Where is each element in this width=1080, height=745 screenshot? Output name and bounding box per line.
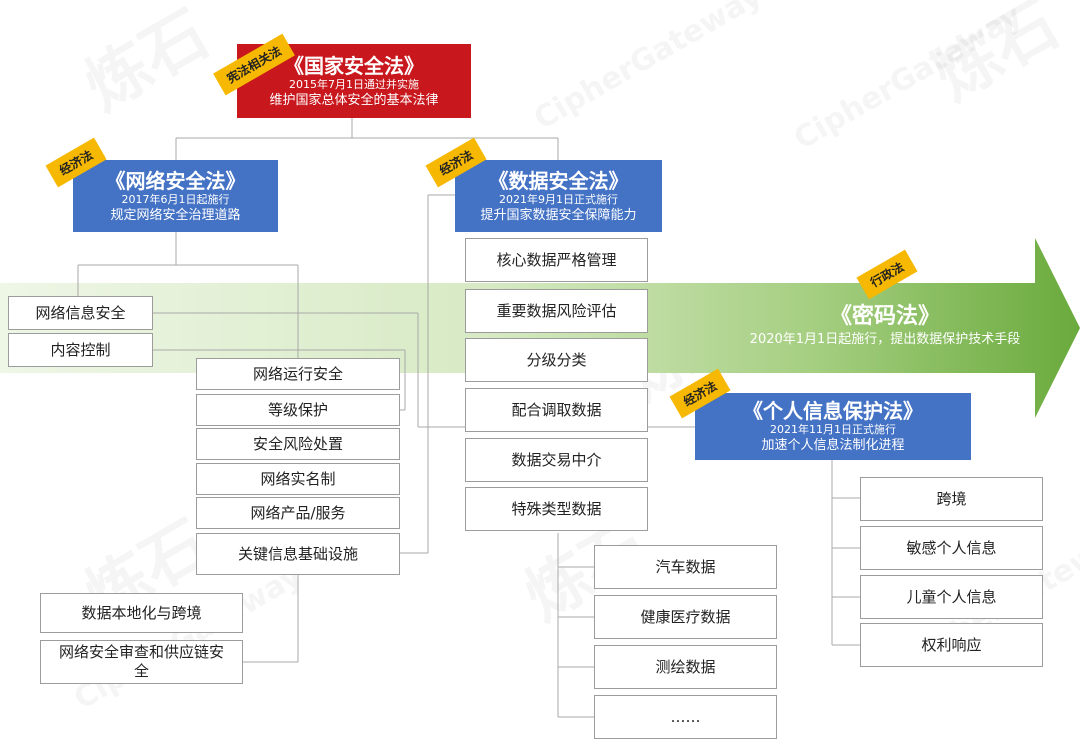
cybersecurity-law-subtitle: 规定网络安全治理道路 xyxy=(110,207,241,223)
national-security-law-subtitle: 维护国家总体安全的基本法律 xyxy=(269,92,439,108)
data-security-law-date: 2021年9月1日正式施行 xyxy=(499,192,618,206)
cyber-item: 关键信息基础设施 xyxy=(196,533,400,575)
pipl-date: 2021年11月1日正式施行 xyxy=(770,423,896,436)
cyber-item: 等级保护 xyxy=(196,394,400,426)
cyber-item: 内容控制 xyxy=(8,333,153,367)
special-data-item: …… xyxy=(594,695,777,739)
national-security-law-title: 《国家安全法》 xyxy=(284,53,424,78)
data-law-item: 分级分类 xyxy=(465,338,648,382)
pipl-title: 《个人信息保护法》 xyxy=(743,399,923,423)
crypto-law-header: 《密码法》 2020年1月1日起施行，提出数据保护技术手段 xyxy=(715,303,1055,349)
crypto-law-title: 《密码法》 xyxy=(829,304,940,329)
cyber-item: 网络产品/服务 xyxy=(196,497,400,529)
data-law-item: 配合调取数据 xyxy=(465,388,648,432)
data-security-law-title: 《数据安全法》 xyxy=(488,168,629,193)
pipl-header: 《个人信息保护法》 2021年11月1日正式施行 加速个人信息法制化进程 xyxy=(695,393,971,460)
data-law-item: 核心数据严格管理 xyxy=(465,238,648,282)
pipl-item: 跨境 xyxy=(860,477,1043,521)
cybersecurity-law-date: 2017年6月1日起施行 xyxy=(121,192,230,206)
pipl-item: 敏感个人信息 xyxy=(860,526,1043,570)
data-security-law-subtitle: 提升国家数据安全保障能力 xyxy=(480,207,637,223)
pipl-subtitle: 加速个人信息法制化进程 xyxy=(761,438,905,453)
pipl-item: 权利响应 xyxy=(860,623,1043,667)
data-law-item: 数据交易中介 xyxy=(465,438,648,482)
cyber-item: 网络运行安全 xyxy=(196,358,400,390)
cybersecurity-law-title: 《网络安全法》 xyxy=(105,168,246,193)
cyber-item: 网络实名制 xyxy=(196,463,400,495)
cyber-item: 网络安全审查和供应链安全 xyxy=(40,640,243,684)
pipl-item: 儿童个人信息 xyxy=(860,575,1043,619)
national-security-law-date: 2015年7月1日通过并实施 xyxy=(289,77,419,91)
data-law-item: 重要数据风险评估 xyxy=(465,289,648,333)
cyber-item: 网络信息安全 xyxy=(8,296,153,330)
cyber-item: 安全风险处置 xyxy=(196,428,400,460)
data-law-item: 特殊类型数据 xyxy=(465,487,648,531)
cyber-item: 数据本地化与跨境 xyxy=(40,593,243,633)
special-data-item: 测绘数据 xyxy=(594,645,777,689)
cybersecurity-law-header: 《网络安全法》 2017年6月1日起施行 规定网络安全治理道路 xyxy=(73,160,278,232)
crypto-law-subtitle: 2020年1月1日起施行，提出数据保护技术手段 xyxy=(749,332,1021,347)
special-data-item: 健康医疗数据 xyxy=(594,595,777,639)
special-data-item: 汽车数据 xyxy=(594,545,777,589)
data-security-law-header: 《数据安全法》 2021年9月1日正式施行 提升国家数据安全保障能力 xyxy=(455,160,662,232)
